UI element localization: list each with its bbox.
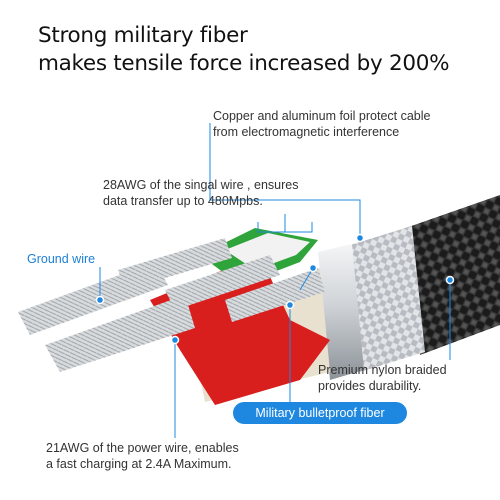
headline: Strong military fiber makes tensile forc…: [38, 22, 450, 78]
leader-lines: [99, 123, 451, 438]
ground-wire-label: Ground wire: [27, 252, 96, 266]
nylon-callout: Premium nylon braided provides durabilit…: [318, 363, 447, 393]
callout-dots: [95, 233, 455, 345]
nylon-braided-jacket: [400, 195, 500, 355]
signal-wire-strands-3: [225, 268, 325, 322]
signal-wire-callout: 28AWG of the singal wire , ensures data …: [103, 178, 299, 208]
aluminum-foil-sleeve: [350, 226, 425, 372]
headline-line-2: makes tensile force increased by 200%: [38, 51, 450, 76]
power-wire-callout: 21AWG of the power wire, enables a fast …: [46, 441, 239, 471]
chrome-ring: [318, 244, 364, 380]
headline-line-1: Strong military fiber: [38, 23, 248, 48]
shielding-callout: Copper and aluminum foil protect cable f…: [213, 109, 431, 139]
power-wire-strands: [45, 295, 195, 372]
signal-wire-strands: [118, 238, 232, 290]
signal-wire-strands-2: [165, 255, 280, 310]
bulletproof-fiber-badge: Military bulletproof fiber: [233, 402, 407, 424]
